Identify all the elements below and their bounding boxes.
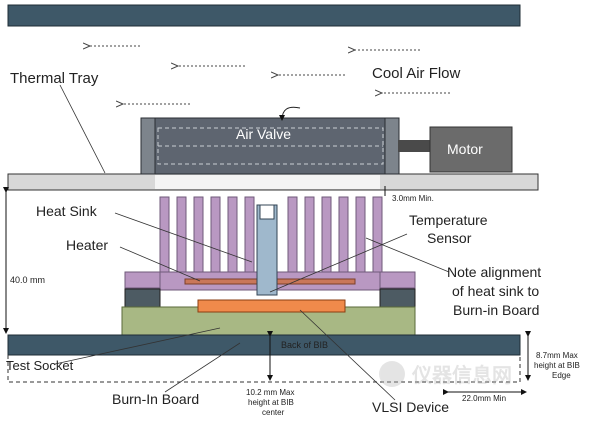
motor-shaft bbox=[398, 140, 434, 152]
watermark: 仪器信息网 bbox=[379, 361, 512, 387]
label-note-3: Burn-in Board bbox=[453, 302, 539, 318]
heat-sink-base-tab-left bbox=[124, 271, 161, 289]
leader-lines bbox=[54, 84, 450, 401]
label-vlsi-device: VLSI Device bbox=[372, 399, 449, 415]
label-height-40: 40.0 mm bbox=[10, 275, 45, 285]
air-valve-arrow bbox=[279, 106, 301, 121]
temperature-sensor-head bbox=[259, 204, 275, 220]
label-test-socket: Test Socket bbox=[6, 358, 74, 373]
burn-in-board bbox=[7, 334, 521, 356]
label-bib-edge-3: Edge bbox=[552, 371, 571, 380]
motor-body bbox=[429, 126, 513, 173]
label-thermal-tray: Thermal Tray bbox=[10, 70, 99, 87]
label-air-valve: Air Valve bbox=[236, 126, 291, 142]
tray-opening bbox=[155, 175, 380, 189]
air-valve-cap-left bbox=[140, 117, 156, 175]
label-center-3: center bbox=[262, 408, 285, 417]
label-gap-min: 3.0mm Min. bbox=[392, 194, 434, 203]
label-bib-edge-2: height at BIB bbox=[534, 361, 580, 370]
label-center-1: 10.2 mm Max bbox=[246, 388, 294, 397]
svg-text:仪器信息网: 仪器信息网 bbox=[411, 363, 512, 387]
bib-envelope bbox=[7, 355, 521, 383]
stud-right bbox=[379, 288, 416, 308]
label-center-2: height at BIB bbox=[248, 398, 294, 407]
label-heater: Heater bbox=[66, 237, 108, 253]
label-min-22: 22.0mm Min bbox=[462, 394, 506, 403]
label-burn-in-board: Burn-In Board bbox=[112, 391, 199, 407]
label-heat-sink: Heat Sink bbox=[36, 203, 98, 219]
air-flow-arrows bbox=[90, 46, 450, 104]
air-valve-dashes bbox=[157, 127, 384, 165]
label-back-of-bib: Back of BIB bbox=[281, 340, 328, 350]
vlsi-device bbox=[197, 299, 346, 313]
label-temperature-sensor-1: Temperature bbox=[409, 212, 488, 228]
label-cool-air-flow: Cool Air Flow bbox=[372, 65, 461, 82]
label-note-1: Note alignment bbox=[447, 264, 541, 280]
top-board bbox=[7, 4, 521, 27]
label-temperature-sensor-2: Sensor bbox=[427, 230, 472, 246]
heat-sink-base-tab-right bbox=[379, 271, 416, 289]
label-note-2: of heat sink to bbox=[452, 283, 539, 299]
label-motor: Motor bbox=[447, 141, 483, 157]
air-valve-cap-right bbox=[384, 117, 400, 175]
stud-left bbox=[124, 288, 161, 308]
label-bib-edge-1: 8.7mm Max bbox=[536, 351, 578, 360]
dimension-lines bbox=[3, 186, 531, 395]
